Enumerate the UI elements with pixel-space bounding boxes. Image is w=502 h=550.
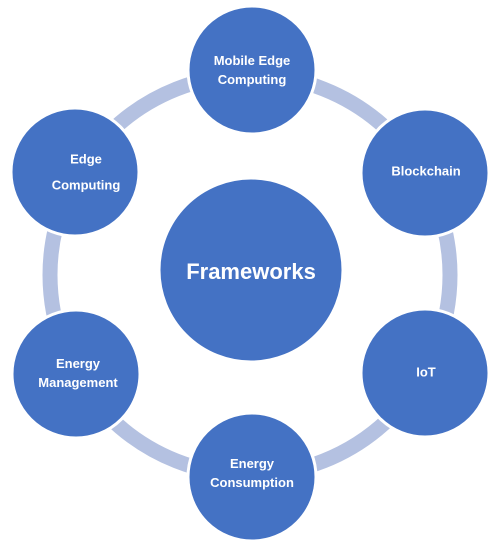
node-circle-energy-management: [10, 308, 142, 440]
node-circle-mobile-edge-computing: [186, 4, 318, 136]
node-label-edge-computing: Edge Computing: [51, 151, 121, 193]
node-circle-blockchain: [359, 107, 491, 239]
node-label-mobile-edge-computing: Mobile Edge Computing: [213, 53, 291, 87]
node-circle-energy-consumption: [186, 411, 318, 543]
center-circle: [157, 176, 345, 364]
node-label-blockchain: Blockchain: [391, 163, 461, 179]
center-label: Frameworks: [186, 258, 316, 284]
node-label-iot: IoT: [416, 364, 436, 380]
node-label-energy-consumption: Energy Consumption: [210, 456, 294, 490]
node-circle-edge-computing: [9, 106, 141, 238]
node-circle-iot: [359, 307, 491, 439]
node-label-energy-management: Energy Management: [38, 356, 118, 390]
